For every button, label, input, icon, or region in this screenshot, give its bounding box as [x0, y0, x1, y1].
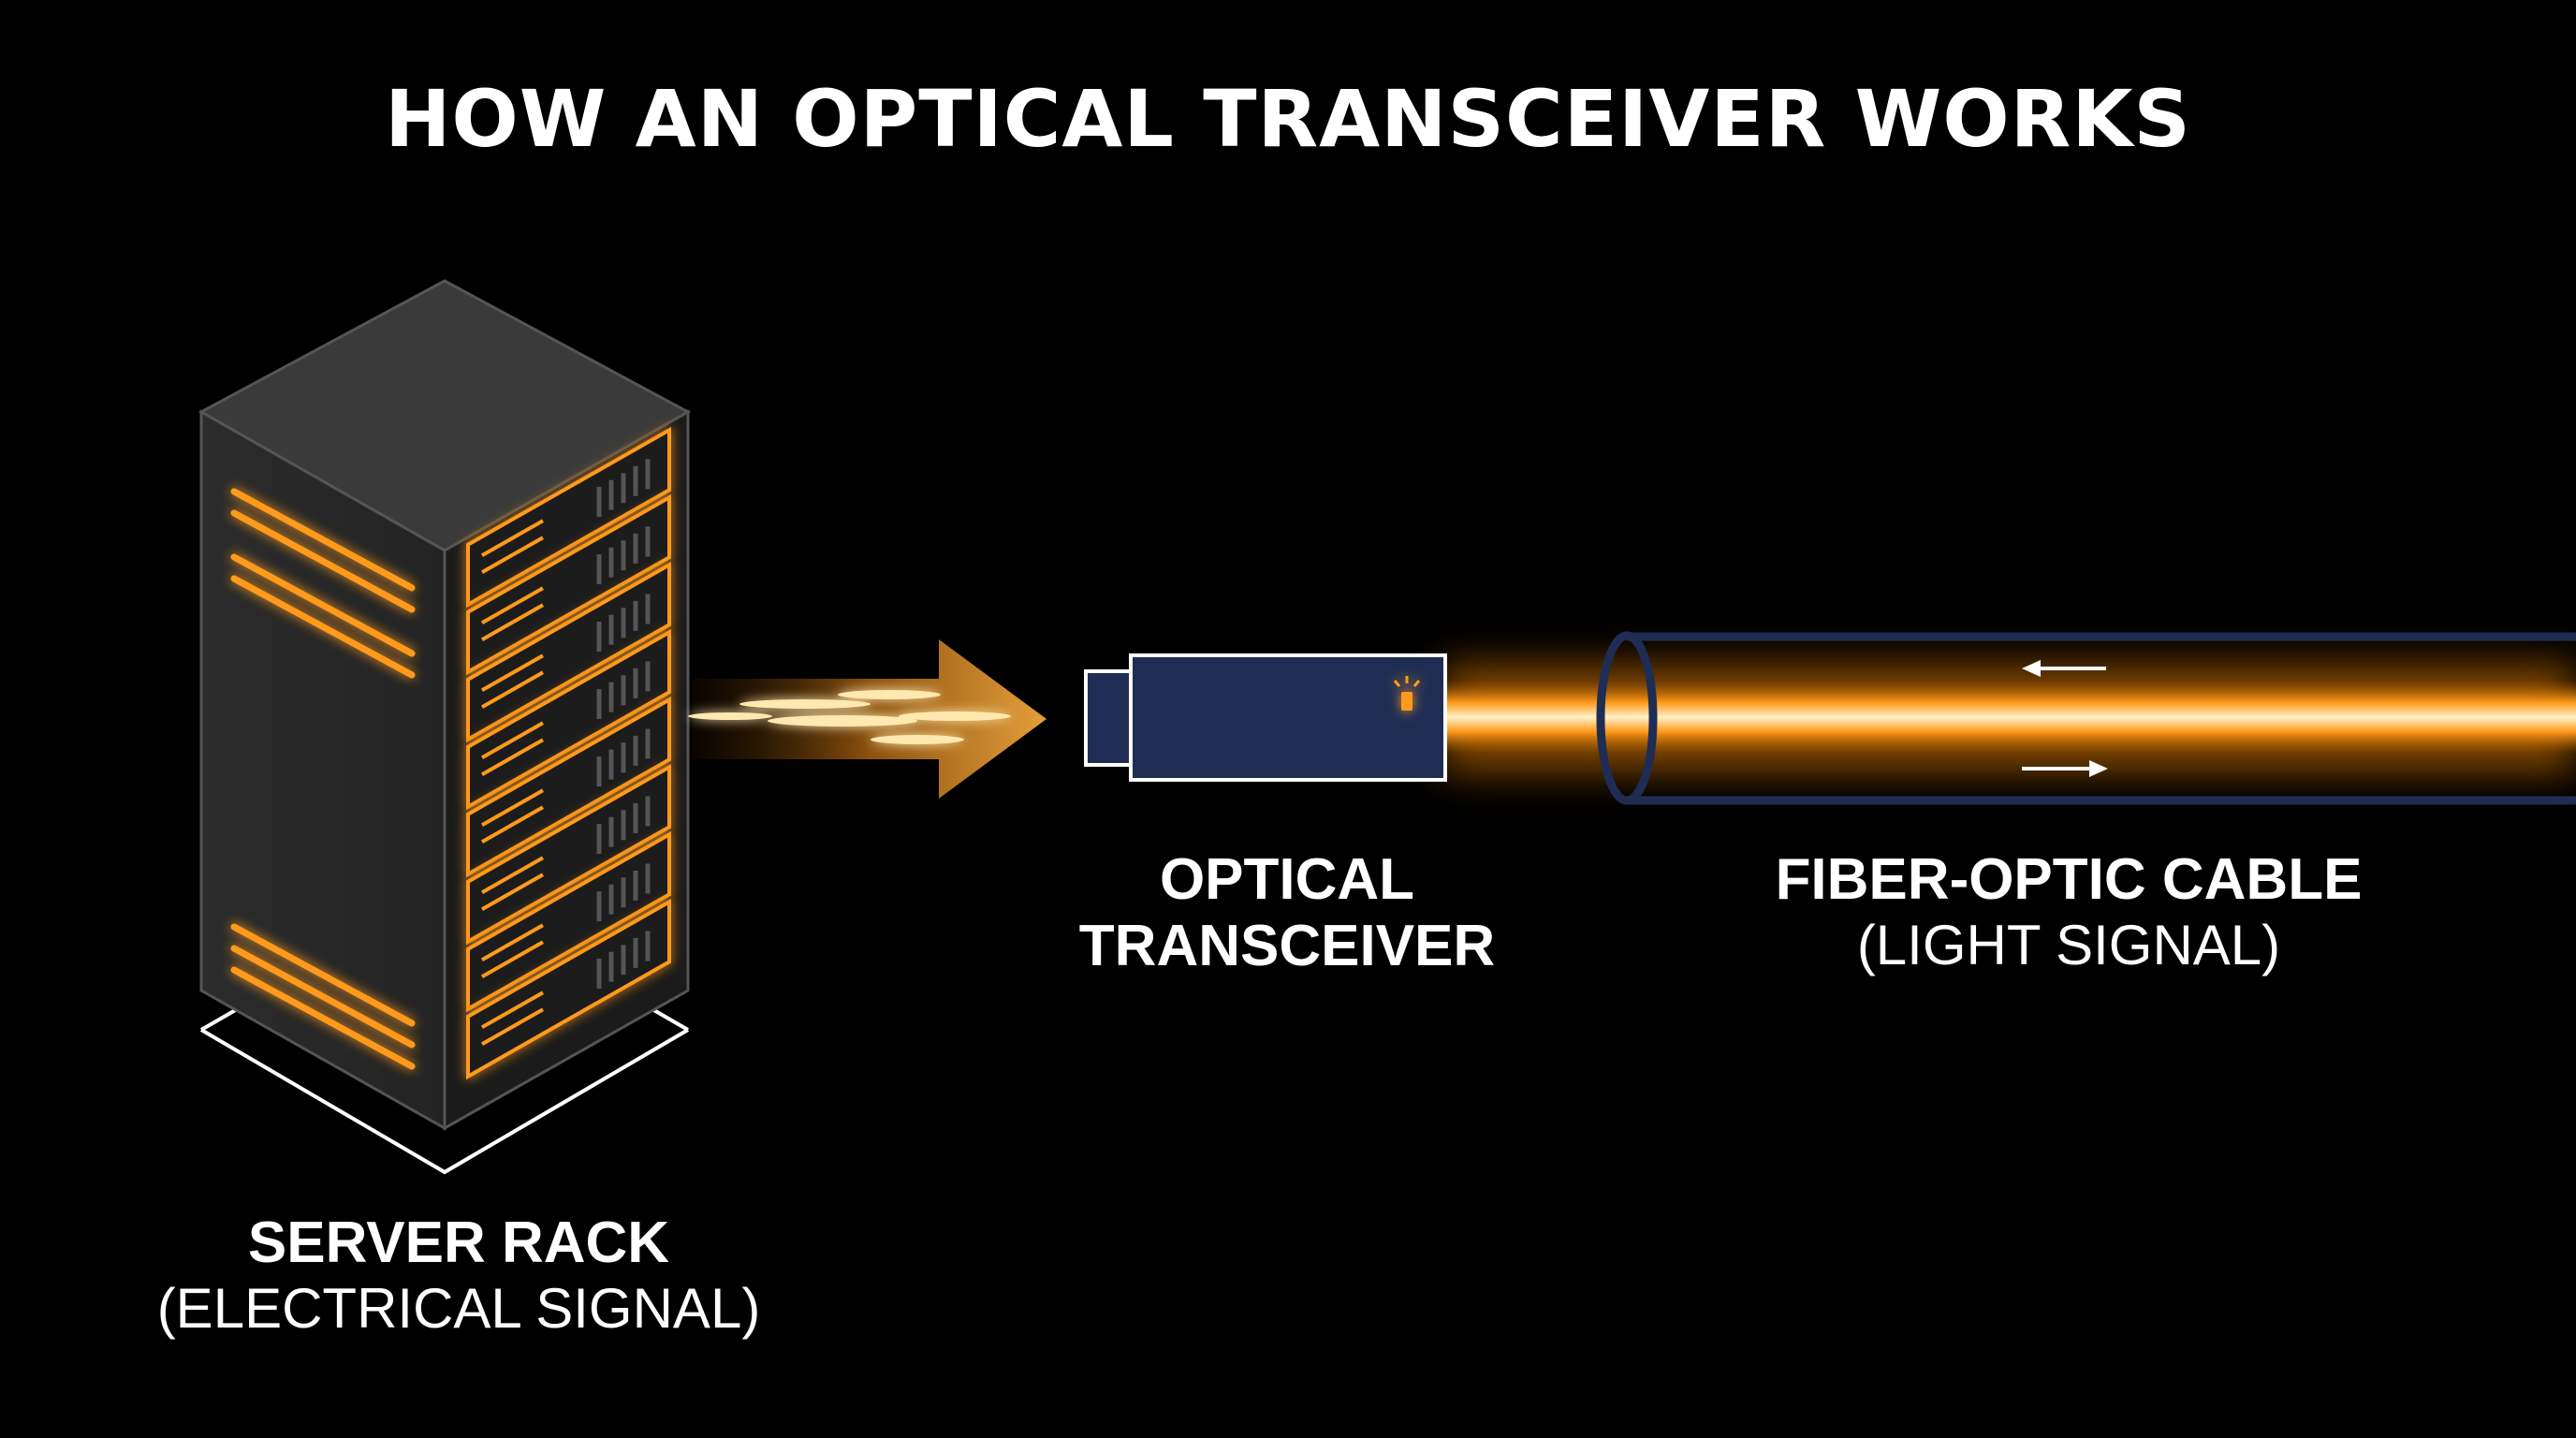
light-beam	[1442, 681, 2576, 754]
server-unit-slot	[481, 940, 544, 978]
server-unit-slot	[481, 653, 544, 692]
fiber-cable-subtitle: (LIGHT SIGNAL)	[1856, 914, 2281, 977]
fiber-cable-title: FIBER-OPTIC CABLE	[1775, 847, 2363, 912]
server-unit	[466, 493, 671, 676]
server-unit-slot	[481, 519, 544, 557]
status-led-icon	[1393, 676, 1421, 711]
server-unit	[466, 561, 671, 743]
transceiver-title-line2: TRANSCEIVER	[1078, 914, 1496, 979]
server-unit-slot	[481, 670, 544, 709]
server-unit-slot	[481, 788, 544, 827]
transceiver-label: OPTICAL TRANSCEIVER	[1006, 846, 1568, 980]
cable-opening	[1596, 631, 1658, 805]
right-arrow-icon	[2022, 760, 2108, 777]
transceiver-plug	[1084, 669, 1133, 767]
server-unit-slot	[481, 536, 544, 574]
fiber-optic-cable	[1442, 631, 2576, 805]
signal-streaks	[688, 690, 1011, 744]
rack-base-outline	[199, 1028, 690, 1175]
server-unit-slot	[481, 805, 544, 844]
transceiver-title-line1: OPTICAL	[1159, 847, 1415, 912]
server-unit-slot	[481, 603, 544, 641]
server-unit-slot	[481, 738, 544, 776]
server-rack-label: SERVER RACK (ELECTRICAL SIGNAL)	[131, 1210, 786, 1341]
server-unit-slot	[481, 721, 544, 759]
server-unit-slot	[481, 990, 544, 1029]
optical-transceiver-module	[1084, 653, 1447, 782]
transceiver-body	[1129, 653, 1447, 782]
server-unit	[466, 830, 671, 1013]
server-rack	[198, 279, 692, 1175]
diagram-title: HOW AN OPTICAL TRANSCEIVER WORKS	[385, 73, 2191, 165]
server-unit	[466, 426, 671, 609]
server-unit-slot	[481, 1007, 544, 1046]
server-unit	[466, 898, 671, 1080]
server-rack-subtitle: (ELECTRICAL SIGNAL)	[156, 1277, 761, 1341]
server-unit-slot	[481, 923, 544, 961]
rack-front-vents	[230, 488, 416, 1070]
server-unit-slot	[481, 856, 544, 894]
server-unit	[466, 696, 671, 878]
server-rack-title: SERVER RACK	[247, 1211, 670, 1275]
server-unit-slot	[481, 873, 544, 911]
electrical-signal-arrow	[688, 639, 1046, 799]
fiber-cable-label: FIBER-OPTIC CABLE (LIGHT SIGNAL)	[1741, 846, 2396, 977]
server-unit	[466, 763, 671, 946]
server-unit-slot	[481, 586, 544, 624]
left-arrow-icon	[2022, 660, 2106, 677]
rack-server-units	[466, 426, 671, 1080]
server-unit	[466, 628, 671, 811]
